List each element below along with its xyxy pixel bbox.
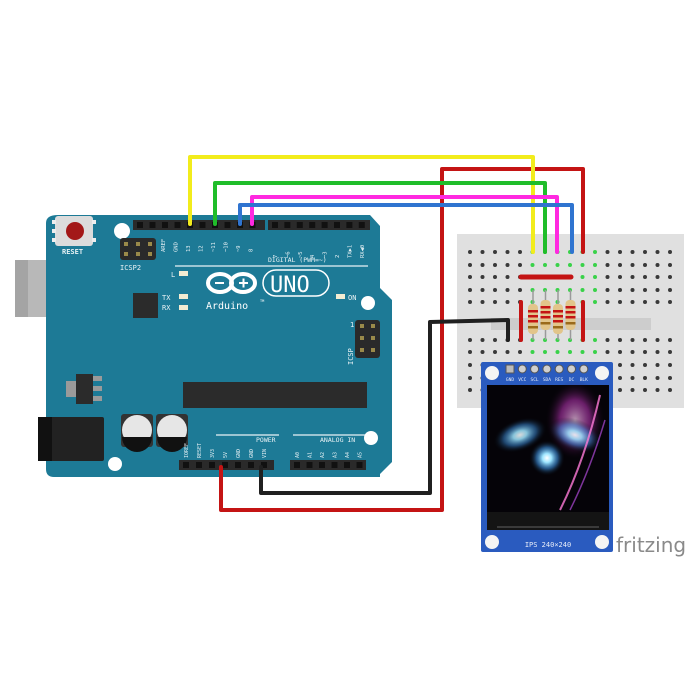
resistors: [528, 290, 576, 340]
uno-logo-text: UNO: [270, 273, 310, 298]
svg-text:1: 1: [350, 321, 354, 329]
led-tx-label: TX: [162, 294, 171, 302]
display-label: IPS 240×240: [525, 541, 571, 549]
digital-pin-label: RX◀0: [360, 245, 366, 258]
analog-pin-label: A4: [345, 452, 351, 458]
analog-pin-label: A2: [320, 452, 326, 458]
display-pin-label: VCC: [518, 377, 526, 383]
wire-green: [213, 181, 547, 254]
arduino-logo: UNO Arduino TM: [206, 269, 330, 312]
led-on: [336, 294, 345, 299]
digital-pin-label: AREF: [161, 239, 167, 252]
digital-header-right: [268, 220, 370, 230]
power-pin-label: 5V: [223, 452, 229, 458]
svg-text:TM: TM: [260, 299, 264, 303]
digital-pin-label: ~10: [224, 242, 230, 252]
arduino-brand-text: Arduino: [206, 301, 248, 312]
capacitor-2: [156, 414, 188, 452]
analog-pin-label: A1: [308, 452, 314, 458]
voltage-regulator: [76, 374, 93, 404]
digital-header-label: DIGITAL (PWM=~): [268, 256, 327, 264]
wire-magenta: [250, 195, 559, 254]
ips-display-module: GND VCC SCL SDA RES DC BLK IPS 240×240: [481, 362, 613, 552]
analog-pin-label: A5: [358, 452, 364, 458]
digital-pin-label: 8: [249, 249, 255, 252]
board-pcb: [46, 215, 392, 477]
led-rx: [179, 305, 188, 310]
power-pin-label: IOREF: [184, 443, 190, 458]
display-pin-label: DC: [569, 377, 575, 383]
usb-chip: [133, 293, 158, 318]
power-pin-label: VIN: [262, 449, 268, 458]
digital-pin-label: ~6: [285, 251, 291, 258]
digital-pin-label: ~3: [323, 251, 329, 258]
reset-label: RESET: [62, 248, 83, 256]
atmega-chip: [183, 382, 367, 408]
led-on-label: ON: [348, 294, 356, 302]
digital-pin-label: ~5: [298, 251, 304, 258]
wires: [188, 155, 585, 512]
icsp2-label: ICSP2: [120, 264, 141, 272]
capacitor-1: [121, 414, 153, 452]
digital-pin-label: TX▶1: [347, 245, 353, 258]
wire-black: [259, 318, 510, 495]
led-l: [179, 271, 188, 276]
digital-pin-label: 2: [335, 255, 341, 258]
icsp-header: [355, 320, 380, 358]
led-l-label: L: [171, 271, 175, 279]
display-pin-label: SCL: [531, 377, 539, 383]
analog-header: [290, 460, 366, 470]
dc-jack: [38, 417, 104, 461]
icsp2-header: [120, 238, 156, 260]
power-pin-label: GND: [236, 449, 242, 458]
wire-blue: [238, 203, 574, 254]
digital-pin-label: ~11: [211, 242, 217, 252]
analog-pin-label: A0: [295, 452, 301, 458]
fritzing-watermark: fritzing: [616, 533, 686, 557]
display-pin-label: GND: [506, 377, 514, 383]
icsp-label: ICSP: [347, 348, 355, 365]
display-pin-label: SDA: [543, 377, 551, 383]
wire-red: [219, 167, 585, 512]
analog-header-label: ANALOG IN: [320, 436, 355, 444]
power-pin-label: RESET: [197, 443, 203, 458]
digital-header-left: [133, 220, 265, 230]
digital-pin-label: 4: [310, 254, 316, 258]
digital-pin-label: GND: [174, 242, 180, 252]
power-pin-label: GND: [249, 449, 255, 458]
digital-pin-label: ~9: [236, 245, 242, 252]
display-pin-label: RES: [555, 377, 563, 383]
digital-pin-label: 13: [186, 245, 192, 252]
display-pin-label: BLK: [580, 377, 588, 383]
led-rx-label: RX: [162, 304, 171, 312]
analog-pin-label: A3: [333, 452, 339, 458]
digital-pin-label: 7: [273, 255, 279, 258]
power-pin-label: 3V3: [210, 449, 216, 458]
led-tx: [179, 294, 188, 299]
power-header-label: POWER: [256, 436, 276, 444]
digital-pin-label: 12: [199, 245, 205, 252]
